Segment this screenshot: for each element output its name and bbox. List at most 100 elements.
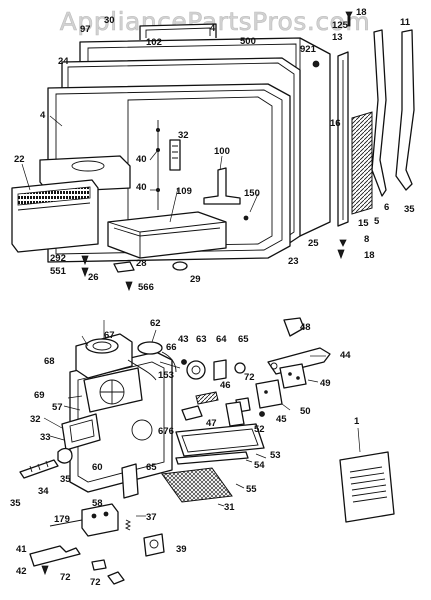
callout-24: 24 (58, 56, 69, 67)
callout-55: 55 (246, 484, 257, 495)
callout-102: 102 (146, 37, 162, 48)
shelf-bracket (169, 139, 181, 171)
callout-97: 97 (80, 24, 91, 35)
callout-179: 179 (54, 514, 70, 525)
callout-66: 66 (166, 342, 177, 353)
vent-grille-panel (11, 179, 99, 253)
callout-18-lower: 18 (364, 250, 375, 261)
callout-29: 29 (190, 274, 201, 285)
watermark-text: AppliancePartsPros.com (60, 7, 370, 36)
callout-39: 39 (176, 544, 187, 555)
screw-set-top (81, 11, 353, 292)
callout-551: 551 (50, 266, 67, 277)
callout-67: 67 (104, 330, 115, 341)
trim-strip (175, 451, 249, 465)
terminal-block (49, 503, 119, 537)
callout-48: 48 (300, 322, 311, 333)
callout-153: 153 (158, 370, 174, 381)
callout-32-lower: 32 (30, 414, 41, 425)
callout-18: 18 (356, 7, 367, 18)
callout-65-lower: 65 (146, 462, 157, 473)
callout-292: 292 (50, 253, 66, 264)
latch-clip (283, 317, 305, 337)
callout-40: 40 (136, 154, 147, 165)
wire-connectors (91, 559, 125, 585)
callout-8: 8 (364, 234, 369, 245)
callout-11: 11 (400, 17, 411, 28)
thermostat-clip (143, 533, 165, 557)
wire-harness (127, 341, 177, 381)
callout-25: 25 (308, 238, 319, 249)
support-bracket (203, 167, 241, 205)
fan-housing (69, 351, 173, 493)
callout-72-plug: 72 (90, 577, 101, 588)
callout-15: 15 (358, 218, 369, 229)
callout-109: 109 (176, 186, 192, 197)
fan-motor (75, 333, 133, 379)
callout-16: 16 (330, 118, 341, 129)
callout-60: 60 (92, 462, 103, 473)
callout-6: 6 (384, 202, 389, 213)
callout-4: 4 (210, 23, 216, 34)
callout-28: 28 (136, 258, 147, 269)
callout-65: 65 (238, 334, 249, 345)
callout-23: 23 (288, 256, 299, 267)
callout-46: 46 (220, 380, 231, 391)
callout-43: 43 (178, 334, 189, 345)
callout-5: 5 (374, 216, 380, 227)
callout-50: 50 (300, 406, 311, 417)
mounting-plate (279, 363, 307, 389)
callout-72: 72 (244, 372, 255, 383)
callout-62: 62 (150, 318, 161, 329)
door-inner-liner (47, 83, 291, 263)
wire-bracket (29, 545, 81, 576)
callout-13: 13 (332, 32, 343, 43)
callout-35: 35 (404, 204, 415, 215)
switch-plate (255, 379, 283, 409)
callout-37: 37 (146, 512, 157, 523)
crisper-drawer (107, 211, 227, 259)
callout-150: 150 (244, 188, 260, 199)
drain-grille (161, 467, 233, 503)
callout-100: 100 (214, 146, 230, 157)
callout-921: 921 (300, 44, 317, 55)
owners-manual (339, 451, 395, 523)
air-duct (61, 413, 101, 451)
callout-72-connector: 72 (60, 572, 71, 583)
callout-26: 26 (88, 272, 99, 283)
callout-125: 125 (332, 20, 349, 31)
light-shield (175, 423, 265, 457)
hinge-bracket (337, 51, 349, 227)
control-knob (181, 359, 246, 381)
callout-41: 41 (16, 544, 27, 555)
callout-1: 1 (354, 416, 360, 427)
callout-58: 58 (92, 498, 103, 509)
callout-53: 53 (270, 450, 281, 461)
callout-566: 566 (138, 282, 154, 293)
callout-47: 47 (206, 418, 217, 429)
door-top-handle (139, 23, 217, 40)
callout-45: 45 (276, 414, 287, 425)
callout-32: 32 (178, 130, 189, 141)
callout-34: 34 (38, 486, 49, 497)
callout-31: 31 (224, 502, 235, 513)
callout-4-liner: 4 (40, 110, 46, 121)
small-switch-parts (181, 391, 265, 427)
callout-35-plug: 35 (60, 474, 71, 485)
callout-35-tube: 35 (10, 498, 21, 509)
callout-52: 52 (254, 424, 265, 435)
door-handle-bars (371, 29, 415, 197)
callout-49: 49 (320, 378, 331, 389)
callout-676: 676 (158, 426, 174, 437)
leader-lines (21, 115, 361, 517)
callout-57: 57 (52, 402, 63, 413)
callout-22: 22 (14, 154, 25, 165)
callout-64: 64 (216, 334, 227, 345)
callout-40-lower: 40 (136, 182, 147, 193)
callout-63: 63 (196, 334, 207, 345)
callout-labels: 18 97 30 102 4 500 921 125 13 11 24 4 32… (10, 7, 415, 588)
callout-500: 500 (240, 36, 256, 47)
defrost-tube (19, 447, 73, 479)
defrost-heater (121, 463, 139, 531)
callout-42: 42 (16, 566, 27, 577)
